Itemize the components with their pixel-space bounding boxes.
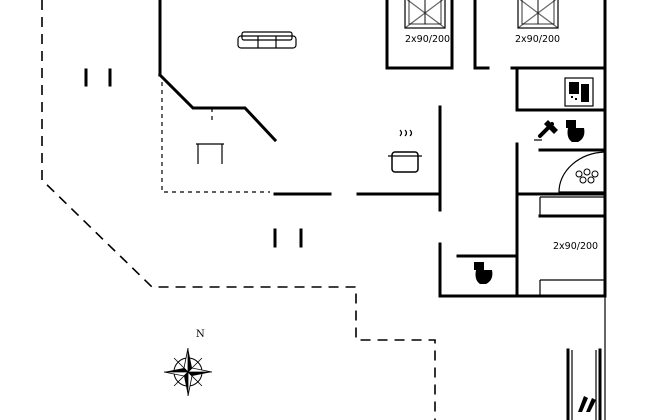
bedroom-3-bed-label: 2x90/200	[553, 241, 598, 252]
washing-machine-icon	[564, 77, 594, 107]
window-marks-left	[84, 68, 112, 87]
single-bed-icon	[404, 0, 446, 29]
single-bed-icon	[517, 0, 559, 29]
washing-machine-icon	[578, 396, 596, 412]
compass-north-label: N	[196, 329, 205, 340]
bedroom-2-bed-label: 2x90/200	[515, 34, 560, 45]
cooking-pot-icon	[388, 129, 422, 173]
shower-icon	[534, 120, 558, 141]
toilet-icon	[474, 262, 493, 284]
toilet-icon	[566, 120, 585, 142]
compass-rose	[163, 347, 213, 397]
bedroom-1-bed-label: 2x90/200	[405, 34, 450, 45]
whirlpool-icon	[558, 151, 606, 193]
sofa-icon	[237, 31, 297, 49]
table-icon	[196, 143, 224, 164]
walls	[157, 0, 607, 420]
terrace-outline	[41, 0, 436, 420]
